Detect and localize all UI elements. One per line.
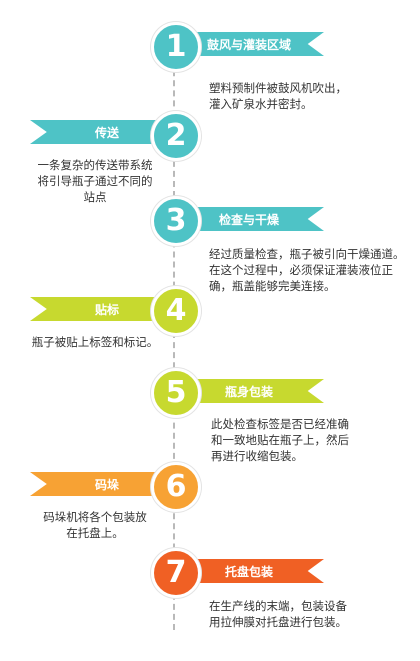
step-5-description: 此处检查标签是否已经准确 和一致地贴在瓶子上，然后 再进行收缩包装。 xyxy=(211,417,349,463)
step-5-title-ribbon: 瓶身包装 xyxy=(188,379,324,403)
step-1-number-circle: 1 xyxy=(151,22,201,72)
step-6-number-circle: 6 xyxy=(151,462,201,512)
step-5-number-circle: 5 xyxy=(151,368,201,418)
step-1-title-ribbon: 鼓风与灌装区域 xyxy=(188,32,324,56)
step-3-description: 经过质量检查，瓶子被引向干燥通道。 在这个过程中，必须保证灌装液位正 确，瓶盖能… xyxy=(209,247,405,293)
step-2-number-circle: 2 xyxy=(151,111,201,161)
step-2-description: 一条复杂的传送带系统 将引导瓶子通过不同的 站点 xyxy=(37,158,153,204)
step-6-title-ribbon: 码垛 xyxy=(30,472,170,496)
step-3-title-ribbon: 检查与干燥 xyxy=(188,207,324,231)
step-7-description: 在生产线的末端，包装设备 用拉伸膜对托盘进行包装。 xyxy=(209,599,347,629)
step-1-description: 塑料预制件被鼓风机吹出， 灌入矿泉水并密封。 xyxy=(209,81,347,111)
step-2-title-ribbon: 传送 xyxy=(30,120,170,144)
step-4-description: 瓶子被贴上标签和标记。 xyxy=(31,335,159,349)
step-3-number-circle: 3 xyxy=(151,196,201,246)
step-4-number-circle: 4 xyxy=(151,286,201,336)
step-6-description: 码垛机将各个包装放 在托盘上。 xyxy=(43,510,147,540)
step-7-number-circle: 7 xyxy=(151,548,201,598)
step-4-title-ribbon: 贴标 xyxy=(30,297,170,321)
step-7-title-ribbon: 托盘包装 xyxy=(188,559,324,583)
